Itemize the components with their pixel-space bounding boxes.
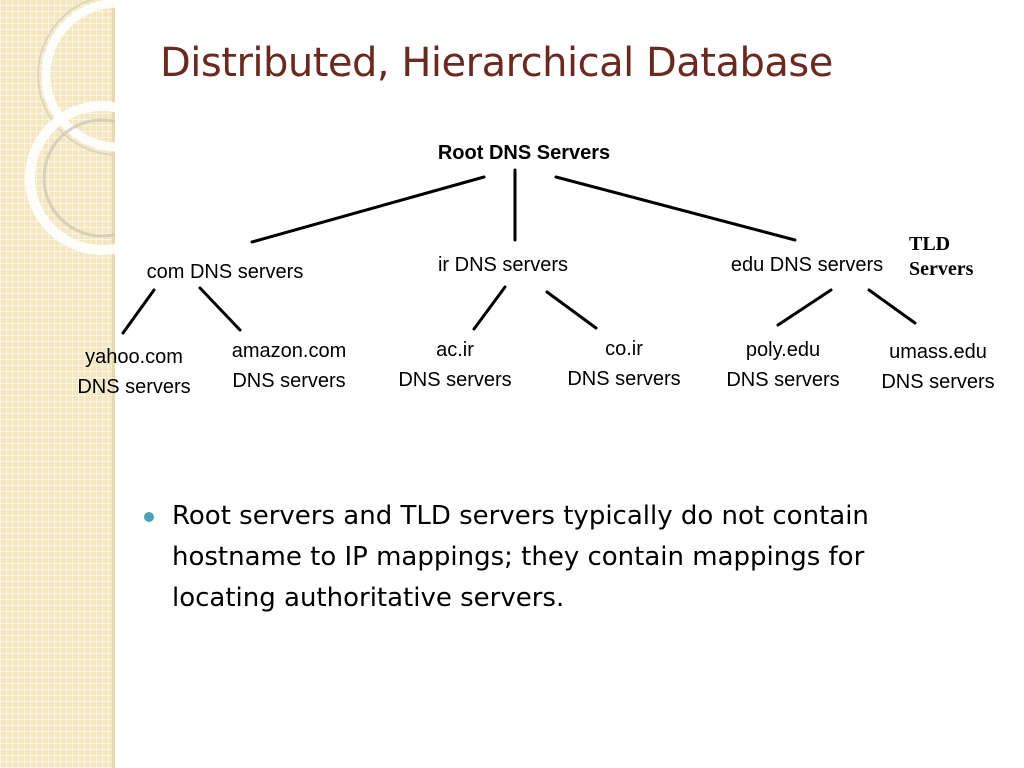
slide-title: Distributed, Hierarchical Database xyxy=(160,40,833,86)
acir-dns-servers-node: ac.ir DNS servers xyxy=(398,335,511,395)
umass-dns-servers-node: umass.edu DNS servers xyxy=(881,337,994,397)
node-label: Root DNS Servers xyxy=(437,142,611,164)
tld-servers-label: TLD Servers xyxy=(909,232,973,282)
poly-dns-servers-node: poly.edu DNS servers xyxy=(726,335,839,395)
node-label-line-2: DNS servers xyxy=(77,376,191,398)
edge-com-amazon xyxy=(198,286,242,332)
edge-com-yahoo xyxy=(121,288,156,335)
decorative-rings xyxy=(25,0,115,255)
node-label: ir DNS servers xyxy=(437,254,569,276)
decorative-ring-upper-shadow xyxy=(37,0,115,156)
root-dns-servers-node: Root DNS Servers xyxy=(438,138,610,168)
node-label-line-2: DNS servers xyxy=(881,371,995,393)
edge-edu-umass xyxy=(867,288,917,325)
coir-dns-servers-node: co.ir DNS servers xyxy=(567,334,680,394)
com-dns-servers-node: com DNS servers xyxy=(147,257,304,287)
decorative-ring-upper xyxy=(41,0,115,152)
yahoo-dns-servers-node: yahoo.com DNS servers xyxy=(77,342,190,402)
tld-label-line-1: TLD xyxy=(909,233,951,255)
node-label-line-2: DNS servers xyxy=(398,369,512,391)
node-label-line-1: amazon.com xyxy=(231,340,347,362)
node-label-line-1: ac.ir xyxy=(436,339,474,361)
node-label-line-1: co.ir xyxy=(605,338,643,360)
edge-edu-poly xyxy=(776,288,833,327)
decorative-ring-lower-shadow xyxy=(42,118,115,238)
node-label-line-2: DNS servers xyxy=(567,368,681,390)
edge-root-edu xyxy=(554,175,797,242)
edge-root-com xyxy=(250,175,486,244)
edge-ir-acir xyxy=(472,285,507,331)
node-label-line-1: poly.edu xyxy=(745,339,821,361)
node-label: edu DNS servers xyxy=(730,254,884,276)
edu-dns-servers-node: edu DNS servers xyxy=(731,250,883,280)
ir-dns-servers-node: ir DNS servers xyxy=(438,250,568,280)
node-label-line-1: umass.edu xyxy=(889,341,987,363)
tld-label-line-2: Servers xyxy=(909,258,974,280)
node-label: com DNS servers xyxy=(146,261,304,283)
bullet-text: Root servers and TLD servers typically d… xyxy=(172,501,869,613)
node-label-line-2: DNS servers xyxy=(232,370,346,392)
bullet-dot-icon xyxy=(144,512,154,522)
decorative-strip-edge xyxy=(112,0,115,768)
decorative-ring-lower xyxy=(25,101,115,255)
node-label-line-2: DNS servers xyxy=(726,369,840,391)
edge-ir-coir xyxy=(545,290,598,330)
node-label-line-1: yahoo.com xyxy=(85,346,183,368)
amazon-dns-servers-node: amazon.com DNS servers xyxy=(232,336,347,396)
